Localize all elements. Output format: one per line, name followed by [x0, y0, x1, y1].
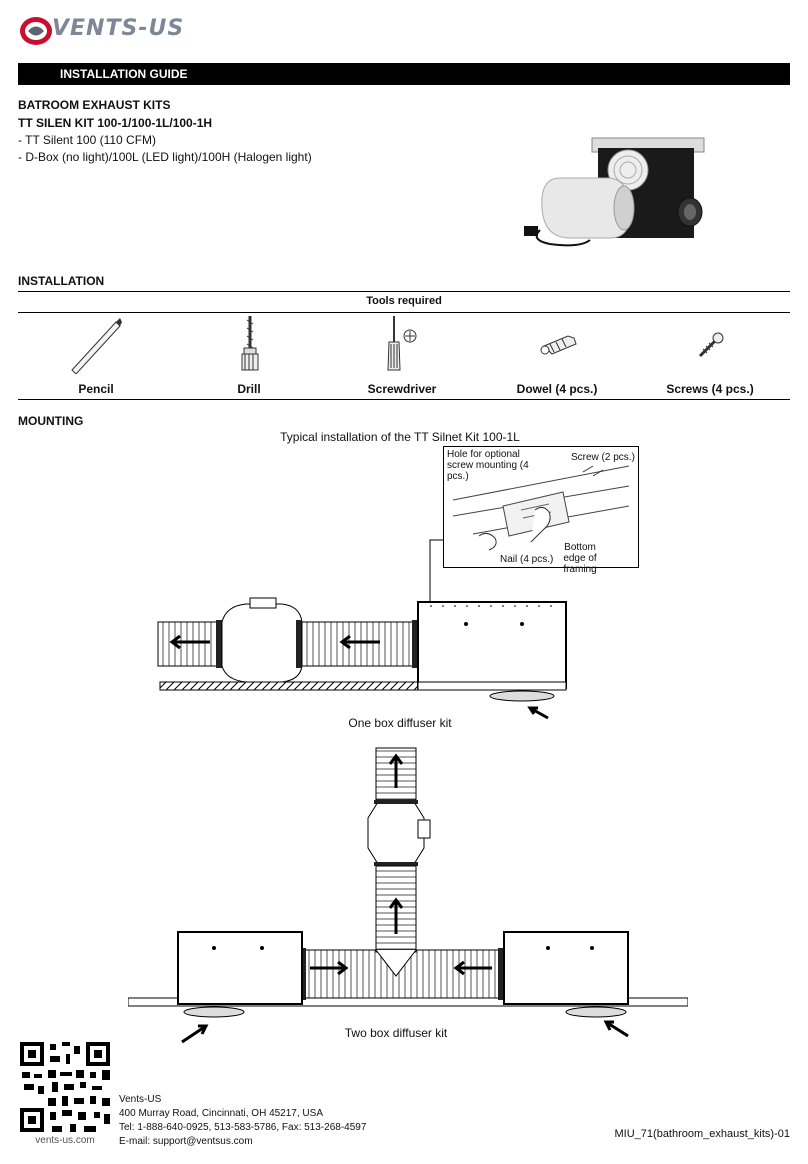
product-line4: - D-Box (no light)/100L (LED light)/100H…	[18, 150, 312, 164]
product-line2: TT SILEN KIT 100-1/100-1L/100-1H	[18, 116, 213, 130]
tool-label: Dowel (4 pcs.)	[516, 382, 598, 396]
vents-logo	[20, 17, 52, 45]
two-box-caption: Two box diffuser kit	[344, 1026, 448, 1040]
divider	[18, 291, 790, 292]
product-line3: - TT Silent 100 (110 CFM)	[18, 133, 157, 147]
dowel-icon	[540, 335, 577, 355]
one-box-diagram	[157, 539, 567, 720]
drill-icon	[241, 316, 259, 371]
website-label: vents-us.com	[35, 1135, 95, 1146]
two-box-diagram	[128, 747, 688, 1044]
mounting-heading: MOUNTING	[18, 414, 84, 428]
tool-label: Pencil	[78, 382, 114, 396]
company-name: Vents-US	[119, 1094, 162, 1105]
product-line1: BATROOM EXHAUST KITS	[18, 98, 171, 112]
detail-hole-label: Hole for optional screw mounting (4 pcs.…	[447, 449, 529, 482]
detail-bottom-edge-label: Bottom edge of framing	[563, 542, 597, 575]
header-bar: INSTALLATION GUIDE	[18, 63, 790, 85]
pencil-icon	[71, 318, 122, 374]
brand-name: VENTS-US	[52, 16, 185, 41]
company-address: 400 Murray Road, Cincinnati, OH 45217, U…	[119, 1108, 323, 1119]
installation-heading: INSTALLATION	[18, 274, 105, 288]
divider	[18, 399, 790, 400]
detail-screw-label: Screw (2 pcs.)	[571, 452, 635, 463]
qr-code	[18, 1040, 112, 1134]
document-code: MIU_71(bathroom_exhaust_kits)-01	[614, 1128, 790, 1140]
tool-label: Screwdriver	[367, 382, 437, 396]
tools-title: Tools required	[366, 295, 442, 307]
company-phones: Tel: 1-888-640-0925, 513-583-5786, Fax: …	[119, 1122, 367, 1133]
screw-icon	[698, 332, 724, 358]
typical-caption: Typical installation of the TT Silnet Ki…	[280, 430, 520, 444]
mounting-detail-drawing	[443, 446, 639, 568]
screwdriver-icon	[387, 316, 417, 371]
tool-label: Screws (4 pcs.)	[666, 382, 754, 396]
company-email: E-mail: support@ventsus.com	[119, 1136, 253, 1147]
one-box-caption: One box diffuser kit	[348, 716, 452, 730]
detail-nail-label: Nail (4 pcs.)	[500, 554, 554, 565]
divider	[18, 312, 790, 313]
header-title: INSTALLATION GUIDE	[60, 67, 188, 81]
product-photo	[524, 137, 705, 247]
tool-label: Drill	[237, 382, 261, 396]
